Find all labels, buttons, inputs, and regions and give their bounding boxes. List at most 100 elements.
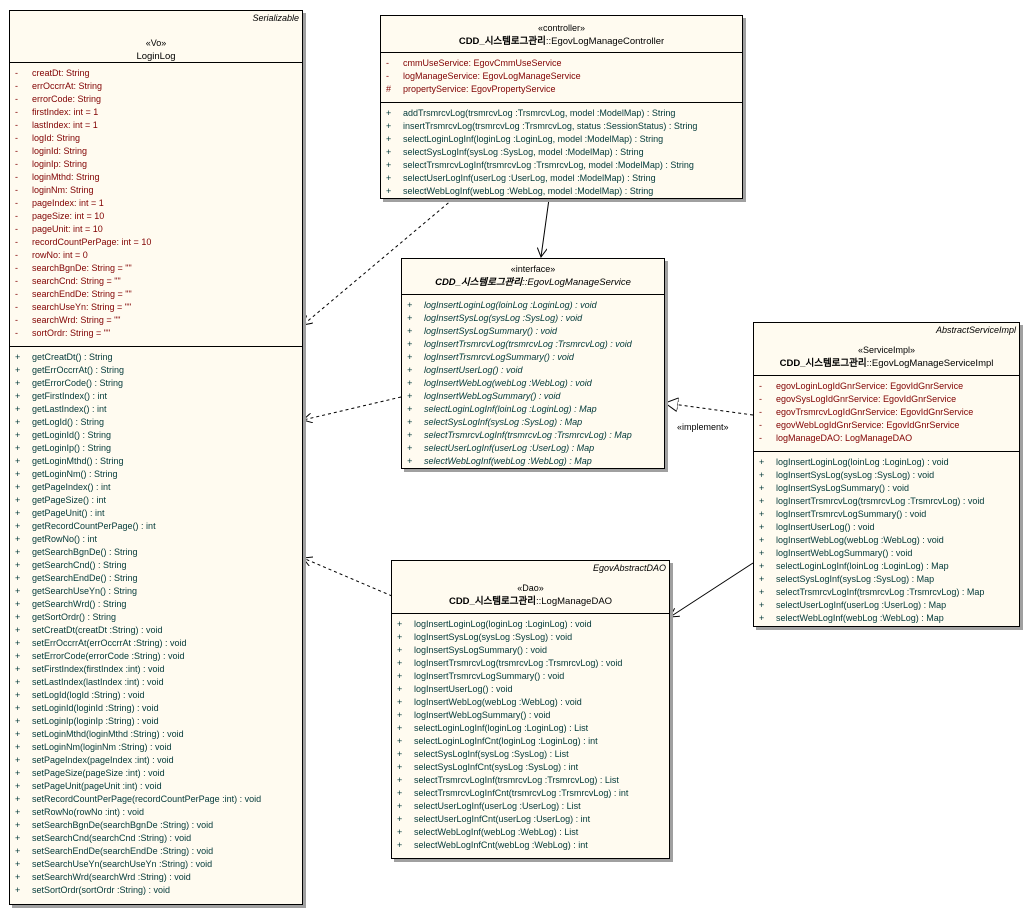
operation-row[interactable]: +getSortOrdr() : String — [10, 611, 302, 624]
operation-row[interactable]: +getSearchEndDe() : String — [10, 572, 302, 585]
operation-row[interactable]: +selectTrsmrcvLogInf(trsmrcvLog :Trsmrcv… — [754, 586, 1019, 599]
attribute-row[interactable]: -logManageDAO: LogManageDAO — [754, 432, 1019, 445]
operation-row[interactable]: +setSortOrdr(sortOrdr :String) : void — [10, 884, 302, 897]
operation-row[interactable]: +logInsertUserLog() : void — [392, 683, 669, 696]
operation-row[interactable]: +getCreatDt() : String — [10, 351, 302, 364]
attribute-row[interactable]: -loginMthd: String — [10, 171, 302, 184]
operation-row[interactable]: +logInsertSysLog(sysLog :SysLog) : void — [392, 631, 669, 644]
operation-row[interactable]: +getPageUnit() : int — [10, 507, 302, 520]
operation-row[interactable]: +logInsertLoginLog(loinLog :LoginLog) : … — [402, 299, 664, 312]
attribute-row[interactable]: -rowNo: int = 0 — [10, 249, 302, 262]
operation-row[interactable]: +logInsertSysLogSummary() : void — [402, 325, 664, 338]
operation-row[interactable]: +selectUserLogInf(userLog :UserLog) : Ma… — [754, 599, 1019, 612]
operation-row[interactable]: +logInsertWebLogSummary() : void — [392, 709, 669, 722]
operation-row[interactable]: +selectUserLogInfCnt(userLog :UserLog) :… — [392, 813, 669, 826]
operation-row[interactable]: +logInsertSysLogSummary() : void — [392, 644, 669, 657]
attribute-row[interactable]: -errorCode: String — [10, 93, 302, 106]
attribute-row[interactable]: -searchCnd: String = "" — [10, 275, 302, 288]
operation-row[interactable]: +selectSysLogInf(sysLog :SysLog) : Map — [754, 573, 1019, 586]
operation-row[interactable]: +selectTrsmrcvLogInf(trsmrcvLog :Trsmrcv… — [392, 774, 669, 787]
operation-row[interactable]: +addTrsmrcvLog(trsmrcvLog :TrsmrcvLog, m… — [381, 107, 742, 120]
operation-row[interactable]: +selectSysLogInf(sysLog :SysLog) : Map — [402, 416, 664, 429]
attribute-row[interactable]: -recordCountPerPage: int = 10 — [10, 236, 302, 249]
operation-row[interactable]: +getLoginId() : String — [10, 429, 302, 442]
operation-row[interactable]: +selectLoginLogInf(loginLog :LoginLog, m… — [381, 133, 742, 146]
attribute-row[interactable]: -searchWrd: String = "" — [10, 314, 302, 327]
attribute-row[interactable]: -pageIndex: int = 1 — [10, 197, 302, 210]
operation-row[interactable]: +selectWebLogInf(webLog :WebLog) : Map — [402, 455, 664, 468]
operation-row[interactable]: +logInsertUserLog() : void — [402, 364, 664, 377]
operation-row[interactable]: +selectUserLogInf(userLog :UserLog) : Ma… — [402, 442, 664, 455]
operation-row[interactable]: +getFirstIndex() : int — [10, 390, 302, 403]
operation-row[interactable]: +selectTrsmrcvLogInfCnt(trsmrcvLog :Trsm… — [392, 787, 669, 800]
operation-row[interactable]: +logInsertLoginLog(loginLog :LoginLog) :… — [392, 618, 669, 631]
attribute-row[interactable]: -cmmUseService: EgovCmmUseService — [381, 57, 742, 70]
attribute-row[interactable]: -egovWebLogIdGnrService: EgovIdGnrServic… — [754, 419, 1019, 432]
operation-row[interactable]: +selectSysLogInfCnt(sysLog :SysLog) : in… — [392, 761, 669, 774]
operation-row[interactable]: +getLoginNm() : String — [10, 468, 302, 481]
class-box-loginlog[interactable]: Serializable«Vo»LoginLog-creatDt: String… — [9, 10, 303, 905]
operation-row[interactable]: +setSearchBgnDe(searchBgnDe :String) : v… — [10, 819, 302, 832]
operation-row[interactable]: +getErrorCode() : String — [10, 377, 302, 390]
operation-row[interactable]: +setErrorCode(errorCode :String) : void — [10, 650, 302, 663]
operation-row[interactable]: +setSearchEndDe(searchEndDe :String) : v… — [10, 845, 302, 858]
operation-row[interactable]: +logInsertSysLog(sysLog :SysLog) : void — [754, 469, 1019, 482]
attribute-row[interactable]: -egovLoginLogIdGnrService: EgovIdGnrServ… — [754, 380, 1019, 393]
operation-row[interactable]: +selectUserLogInf(userLog :UserLog) : Li… — [392, 800, 669, 813]
operation-row[interactable]: +setSearchCnd(searchCnd :String) : void — [10, 832, 302, 845]
operation-row[interactable]: +selectLoginLogInf(loinLog :LoginLog) : … — [402, 403, 664, 416]
attribute-row[interactable]: -egovTrsmrcvLogIdGnrService: EgovIdGnrSe… — [754, 406, 1019, 419]
operation-row[interactable]: +selectWebLogInf(webLog :WebLog) : Map — [754, 612, 1019, 625]
operation-row[interactable]: +setLastIndex(lastIndex :int) : void — [10, 676, 302, 689]
operation-row[interactable]: +setLogId(logId :String) : void — [10, 689, 302, 702]
operation-row[interactable]: +setSearchUseYn(searchUseYn :String) : v… — [10, 858, 302, 871]
operation-row[interactable]: +selectTrsmrcvLogInf(trsmrcvLog :Trsmrcv… — [402, 429, 664, 442]
operation-row[interactable]: +setRecordCountPerPage(recordCountPerPag… — [10, 793, 302, 806]
operation-row[interactable]: +selectWebLogInf(webLog :WebLog) : List — [392, 826, 669, 839]
operation-row[interactable]: +logInsertWebLog(webLog :WebLog) : void — [402, 377, 664, 390]
operation-row[interactable]: +logInsertTrsmrcvLogSummary() : void — [402, 351, 664, 364]
operation-row[interactable]: +logInsertUserLog() : void — [754, 521, 1019, 534]
operation-row[interactable]: +selectWebLogInf(webLog :WebLog, model :… — [381, 185, 742, 198]
operation-row[interactable]: +setCreatDt(creatDt :String) : void — [10, 624, 302, 637]
operation-row[interactable]: +logInsertTrsmrcvLogSummary() : void — [754, 508, 1019, 521]
operation-row[interactable]: +getLoginMthd() : String — [10, 455, 302, 468]
attribute-row[interactable]: -logManageService: EgovLogManageService — [381, 70, 742, 83]
operation-row[interactable]: +setPageIndex(pageIndex :int) : void — [10, 754, 302, 767]
operation-row[interactable]: +selectLoginLogInf(loginLog :LoginLog) :… — [392, 722, 669, 735]
attribute-row[interactable]: -loginIp: String — [10, 158, 302, 171]
operation-row[interactable]: +setSearchWrd(searchWrd :String) : void — [10, 871, 302, 884]
operation-row[interactable]: +getRecordCountPerPage() : int — [10, 520, 302, 533]
operation-row[interactable]: +setLoginId(loginId :String) : void — [10, 702, 302, 715]
operation-row[interactable]: +logInsertSysLog(sysLog :SysLog) : void — [402, 312, 664, 325]
operation-row[interactable]: +insertTrsmrcvLog(trsmrcvLog :TrsmrcvLog… — [381, 120, 742, 133]
operation-row[interactable]: +getErrOccrrAt() : String — [10, 364, 302, 377]
attribute-row[interactable]: -loginId: String — [10, 145, 302, 158]
operation-row[interactable]: +getPageIndex() : int — [10, 481, 302, 494]
operation-row[interactable]: +logInsertWebLogSummary() : void — [754, 547, 1019, 560]
operation-row[interactable]: +logInsertWebLogSummary() : void — [402, 390, 664, 403]
attribute-row[interactable]: -lastIndex: int = 1 — [10, 119, 302, 132]
operation-row[interactable]: +getSearchBgnDe() : String — [10, 546, 302, 559]
class-box-impl[interactable]: AbstractServiceImpl«ServiceImpl»CDD_시스템로… — [753, 322, 1020, 627]
operation-row[interactable]: +logInsertLoginLog(loinLog :LoginLog) : … — [754, 456, 1019, 469]
attribute-row[interactable]: -pageUnit: int = 10 — [10, 223, 302, 236]
operation-row[interactable]: +getLastIndex() : int — [10, 403, 302, 416]
operation-row[interactable]: +setPageSize(pageSize :int) : void — [10, 767, 302, 780]
attribute-row[interactable]: -searchBgnDe: String = "" — [10, 262, 302, 275]
operation-row[interactable]: +getLoginIp() : String — [10, 442, 302, 455]
operation-row[interactable]: +selectWebLogInfCnt(webLog :WebLog) : in… — [392, 839, 669, 852]
attribute-row[interactable]: -egovSysLogIdGnrService: EgovIdGnrServic… — [754, 393, 1019, 406]
operation-row[interactable]: +setFirstIndex(firstIndex :int) : void — [10, 663, 302, 676]
operation-row[interactable]: +logInsertWebLog(webLog :WebLog) : void — [754, 534, 1019, 547]
operation-row[interactable]: +setLoginMthd(loginMthd :String) : void — [10, 728, 302, 741]
operation-row[interactable]: +getRowNo() : int — [10, 533, 302, 546]
operation-row[interactable]: +getLogId() : String — [10, 416, 302, 429]
operation-row[interactable]: +logInsertTrsmrcvLogSummary() : void — [392, 670, 669, 683]
attribute-row[interactable]: -logId: String — [10, 132, 302, 145]
operation-row[interactable]: +setLoginIp(loginIp :String) : void — [10, 715, 302, 728]
attribute-row[interactable]: -loginNm: String — [10, 184, 302, 197]
operation-row[interactable]: +setPageUnit(pageUnit :int) : void — [10, 780, 302, 793]
attribute-row[interactable]: -pageSize: int = 10 — [10, 210, 302, 223]
operation-row[interactable]: +selectSysLogInf(sysLog :SysLog, model :… — [381, 146, 742, 159]
